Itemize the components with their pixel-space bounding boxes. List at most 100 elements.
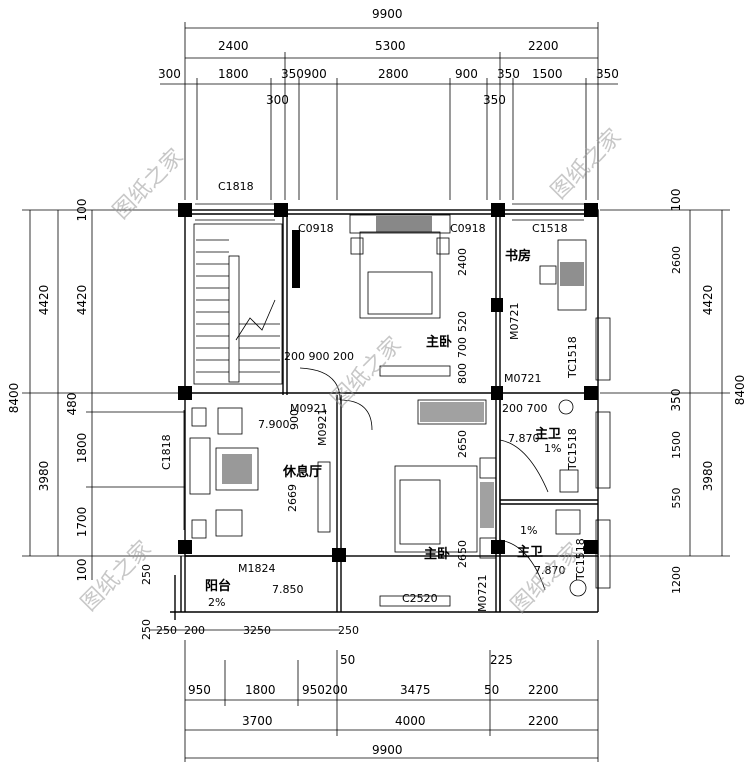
label-m0721-c: M0721 xyxy=(476,575,489,613)
label-inner-800: 800 xyxy=(456,363,469,384)
dim-right-350: 350 xyxy=(669,389,683,412)
study-furniture xyxy=(539,239,587,311)
staircase xyxy=(193,223,300,385)
dim-right-4420: 4420 xyxy=(701,285,715,316)
lounge-furniture xyxy=(189,407,259,539)
watermarks: 图纸之家 图纸之家 图纸之家 图纸之家 图纸之家 xyxy=(77,124,627,618)
dim-bottom-1800: 1800 xyxy=(245,683,276,697)
dim-top-300: 300 xyxy=(158,67,181,81)
label-inner-520: 520 xyxy=(456,311,469,332)
dim-bottom-2200b: 2200 xyxy=(528,714,559,728)
dim-right-550: 550 xyxy=(670,488,683,509)
label-tc1518-c: TC1518 xyxy=(574,538,587,581)
bedroom-2-furniture xyxy=(379,399,497,607)
left-dimensions: 8400 4420 480 3980 4420 1800 1700 100 10… xyxy=(7,199,185,582)
dim-right-2600: 2600 xyxy=(670,246,683,274)
label-m1824: M1824 xyxy=(238,562,276,575)
room-master-bed-2: 主卧 xyxy=(424,546,450,562)
dim-left-8400: 8400 xyxy=(7,383,21,414)
doors xyxy=(299,367,373,431)
windows xyxy=(183,203,611,589)
dim-left-100a: 100 xyxy=(75,199,89,222)
dim-bottom-3475: 3475 xyxy=(400,683,431,697)
dim-bal-250c: 250 xyxy=(140,564,153,585)
dim-top-900: 900 xyxy=(455,67,478,81)
bedroom-1-furniture xyxy=(349,214,451,377)
dim-top-1800: 1800 xyxy=(218,67,249,81)
bath-fixtures xyxy=(499,399,587,597)
room-bath-2: 主卫 xyxy=(517,544,543,560)
label-c0918-right: C0918 xyxy=(450,222,486,235)
room-labels: 书房 主卧 主卧 休息厅 主卫 主卫 阳台 xyxy=(205,248,561,594)
dim-right-1200: 1200 xyxy=(670,566,683,594)
dim-top-300b: 300 xyxy=(266,93,289,107)
label-tc1518-b: TC1518 xyxy=(566,428,579,471)
dim-bal-3250: 3250 xyxy=(243,624,271,637)
dim-bottom-950: 950 xyxy=(188,683,211,697)
room-lounge: 休息厅 xyxy=(282,464,322,480)
label-slope-bath1: 1% xyxy=(544,442,561,455)
label-elev-lounge: 7.900 xyxy=(258,418,290,431)
dim-bottom-4000: 4000 xyxy=(395,714,426,728)
dim-left-3980: 3980 xyxy=(37,461,51,492)
watermark-2: 图纸之家 xyxy=(547,124,627,204)
dim-left-inner-4420: 4420 xyxy=(75,285,89,316)
label-door-dims: 200 900 200 xyxy=(284,350,354,363)
label-tc1518-a: TC1518 xyxy=(566,336,579,379)
label-c2520: C2520 xyxy=(402,592,438,605)
label-slope-bath2: 1% xyxy=(520,524,537,537)
dim-right-100: 100 xyxy=(669,189,683,212)
dim-bal-200: 200 xyxy=(184,624,205,637)
dim-bal-250d: 250 xyxy=(140,619,153,640)
dim-bottom-2200: 2200 xyxy=(528,683,559,697)
label-c1818-top: C1818 xyxy=(218,180,254,193)
dim-top-350c: 350 xyxy=(596,67,619,81)
label-m0921-a: M0921 xyxy=(290,402,328,415)
dim-bottom-50b: 50 xyxy=(340,653,355,667)
right-dimensions: 8400 4420 3980 100 350 2600 1500 550 120… xyxy=(600,189,747,594)
label-inner-2650b: 2650 xyxy=(456,540,469,568)
annotations: C1818 C0918 C0918 C1518 M0721 M0721 M072… xyxy=(160,180,587,612)
label-m0921-b: M0921 xyxy=(316,409,329,447)
label-elev-balcony: 7.850 xyxy=(272,583,304,596)
dim-top-350b: 350 xyxy=(497,67,520,81)
label-inner-700: 700 xyxy=(456,337,469,358)
dim-top-350d: 350 xyxy=(483,93,506,107)
dim-top-2400: 2400 xyxy=(218,39,249,53)
dim-bal-250a: 250 xyxy=(156,624,177,637)
label-inner-2650a: 2650 xyxy=(456,430,469,458)
dim-bottom-3700: 3700 xyxy=(242,714,273,728)
dim-right-3980: 3980 xyxy=(701,461,715,492)
dim-bottom-225: 225 xyxy=(490,653,513,667)
top-dimensions: 9900 2400 5300 2200 300 1800 350900 2800… xyxy=(158,7,619,200)
dim-top-1500: 1500 xyxy=(532,67,563,81)
dim-left-100b: 100 xyxy=(75,559,89,582)
label-inner-2400: 2400 xyxy=(456,248,469,276)
room-master-bed-1: 主卧 xyxy=(426,334,452,350)
label-elev-bath: 7.870 xyxy=(508,432,540,445)
dim-right-1500: 1500 xyxy=(670,431,683,459)
dim-bottom-9900: 9900 xyxy=(372,743,403,757)
watermark-1: 图纸之家 xyxy=(109,144,189,224)
dim-top-total: 9900 xyxy=(372,7,403,21)
label-c0918-left: C0918 xyxy=(298,222,334,235)
bottom-dimensions: 950 1800 950200 3475 50 2200 50 225 3700… xyxy=(140,564,599,762)
label-elev-bath2: 7.870 xyxy=(534,564,566,577)
label-m0721-a: M0721 xyxy=(508,303,521,341)
dim-bottom-950200: 950200 xyxy=(302,683,348,697)
room-balcony: 阳台 xyxy=(205,578,231,594)
dim-top-5300: 5300 xyxy=(375,39,406,53)
label-door-dims-b: 200 700 xyxy=(502,402,548,415)
dim-bottom-50: 50 xyxy=(484,683,499,697)
dim-top-2200: 2200 xyxy=(528,39,559,53)
label-c1518: C1518 xyxy=(532,222,568,235)
dim-right-8400: 8400 xyxy=(733,375,747,406)
room-bath-1: 主卫 xyxy=(535,426,561,442)
dim-bal-250b: 250 xyxy=(338,624,359,637)
dim-left-480: 480 xyxy=(65,393,79,416)
label-inner-2669: 2669 xyxy=(286,484,299,512)
dim-left-1800: 1800 xyxy=(75,433,89,464)
label-m0721-b: M0721 xyxy=(504,372,542,385)
room-study: 书房 xyxy=(505,248,531,264)
